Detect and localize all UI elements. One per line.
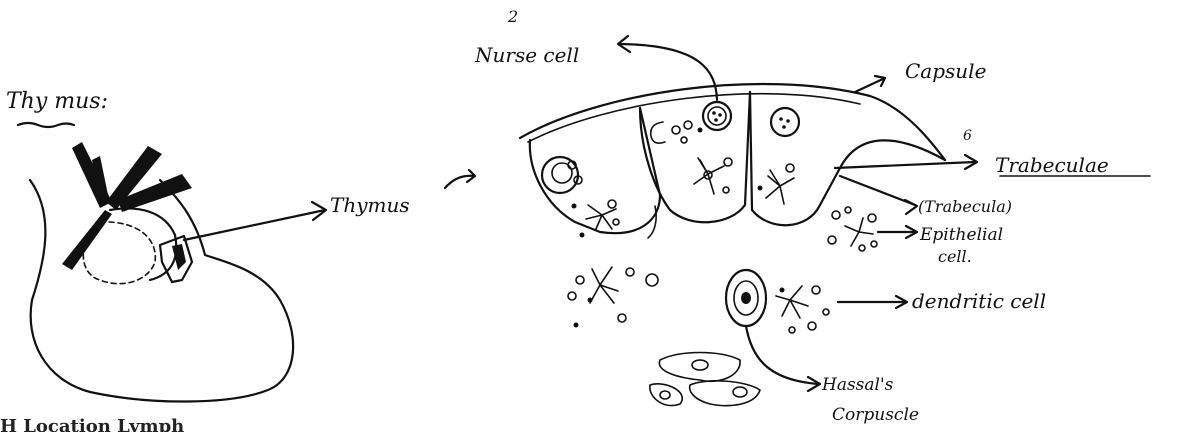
crescent-cell [651,122,665,143]
trabecula-arrow [840,176,915,205]
bottom-cell-3 [650,384,682,406]
capsule-outer [520,84,945,160]
hassals-corpuscle-core [741,292,751,304]
nurse-cell-label: Nurse cell [474,43,579,67]
trabecula-label: (Trabecula) [918,197,1012,216]
capsule-arrow [855,76,885,92]
dendritic-cell-label: dendritic cell [912,289,1046,313]
left-figure: Thy mus: Thymus [6,89,475,402]
title-underline [18,123,74,127]
bottom-cell-2 [690,381,760,406]
bottom-cell-1 [659,353,740,382]
trabecula-arrowhead [905,200,917,214]
nurse-cell-2 [771,108,799,136]
epithelial-cell-2 [694,158,724,194]
capsule-label: Capsule [905,59,986,83]
page-number: 2 [507,7,518,26]
section-number: 6 [963,128,972,144]
thymus-arrow-line [184,210,325,240]
dendritic-cell-1 [590,267,618,303]
hassals-label-line2: Corpuscle [832,405,919,425]
hassals-label-line1: Hassal's [821,375,894,395]
epithelial-label-line2: cell. [938,247,972,266]
epithelial-cell-4 [845,218,873,246]
hassals-arrow [746,326,818,384]
thymus-label: Thymus [330,193,410,217]
epithelial-cell-3 [766,170,794,204]
footer-text: H Location Lymph [0,416,184,432]
lobule-2 [640,92,750,222]
trabeculae-arrow [835,162,975,168]
body-outline [30,180,293,402]
nurse-cell-inner [708,107,726,125]
epithelial-label-line1: Epithelial [919,225,1003,245]
left-figure-title: Thy mus: [6,89,108,114]
capsule-inner [528,94,860,142]
vessel-1 [72,142,112,208]
trabeculae-label: Trabeculae [995,153,1109,177]
right-figure: Nurse cell Capsule Trabeculae (T [474,36,1150,425]
thymus-label-arrow [445,170,475,188]
